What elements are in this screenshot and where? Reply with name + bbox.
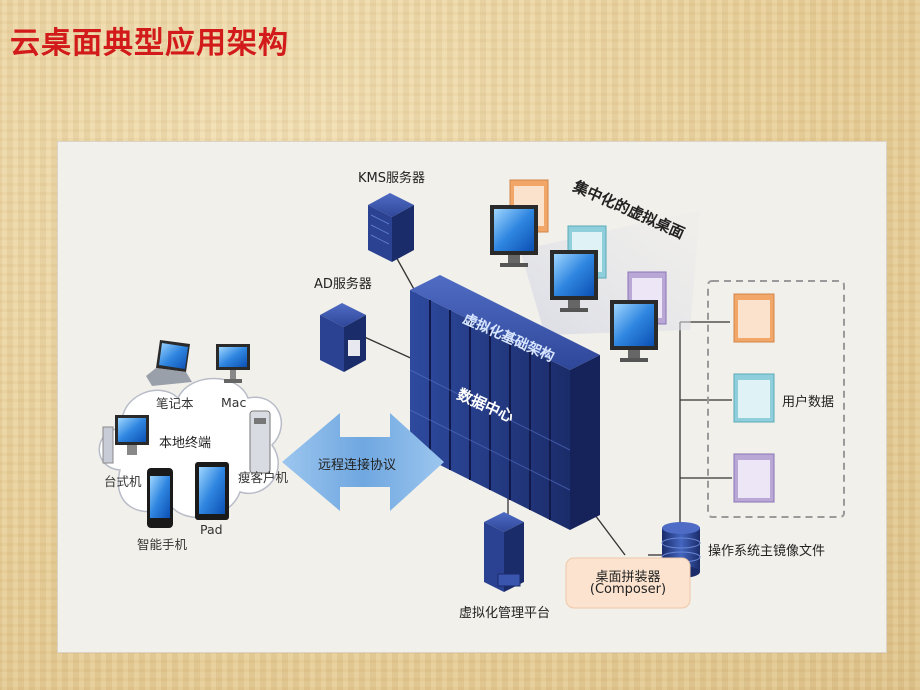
- mac-label: Mac: [221, 395, 247, 410]
- protocol-arrow: [282, 413, 444, 511]
- management-platform-label: 虚拟化管理平台: [459, 606, 551, 621]
- kms-server-label: KMS服务器: [358, 171, 425, 186]
- client-cloud: [98, 377, 283, 519]
- local-terminal-label: 本地终端: [159, 436, 212, 451]
- laptop-icon: [146, 340, 192, 386]
- desktop-pc-label: 台式机: [104, 474, 142, 489]
- ad-server-label: AD服务器: [314, 277, 372, 292]
- pad-icon: [195, 462, 229, 520]
- virtual-desktop-3: [610, 271, 667, 362]
- folder-orange-icon: [733, 293, 775, 343]
- mac-icon: [216, 344, 250, 383]
- ad-server-icon: [320, 303, 366, 372]
- page-title: 云桌面典型应用架构: [10, 26, 289, 61]
- kms-server-icon: [368, 193, 414, 262]
- virtual-desktop-1: [490, 179, 549, 267]
- smartphone-icon: [147, 468, 173, 528]
- os-image-label: 操作系统主镜像文件: [708, 544, 826, 559]
- user-data-label: 用户数据: [782, 395, 835, 410]
- management-server-icon: [484, 512, 524, 592]
- datacenter-racks: [409, 275, 600, 530]
- storage-box: [707, 280, 845, 518]
- desktop-pc-icon: [102, 415, 149, 464]
- composer-subtitle: (Composer): [589, 582, 667, 597]
- folder-teal-icon: [733, 373, 775, 423]
- composer-box: [565, 557, 691, 609]
- thin-client-label: 瘦客户机: [238, 470, 289, 485]
- virtual-desktop-2: [550, 225, 607, 312]
- laptop-label: 笔记本: [156, 396, 194, 411]
- thin-client-icon: [249, 410, 271, 474]
- protocol-label: 远程连接协议: [318, 458, 397, 473]
- smartphone-label: 智能手机: [137, 537, 188, 552]
- composer-title: 桌面拼装器: [595, 570, 661, 585]
- folder-purple-icon: [733, 453, 775, 503]
- pad-label: Pad: [200, 522, 223, 537]
